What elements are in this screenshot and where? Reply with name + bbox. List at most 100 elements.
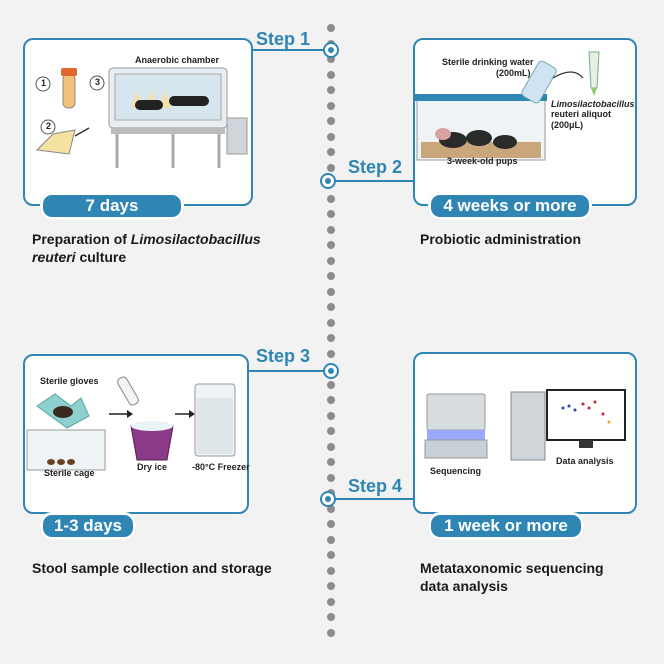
- freezer-label: -80°C Freezer: [192, 462, 250, 472]
- step3-label: Step 3: [256, 346, 311, 366]
- sequencing-label: Sequencing: [430, 466, 482, 476]
- step3-illustration: [26, 376, 236, 471]
- computer-tower-icon: [510, 391, 546, 461]
- number-3-label: 3: [95, 77, 101, 87]
- number-2-circle: [40, 119, 56, 135]
- timeline-dot: [327, 132, 335, 141]
- step4-duration-badge: 1 week or more: [428, 512, 584, 540]
- timeline-dot: [327, 582, 335, 590]
- aliquot-label-1: Limosilactobacillus: [551, 99, 635, 109]
- sequencer-icon: [424, 393, 488, 459]
- water-label-1: Sterile drinking water: [442, 57, 534, 67]
- step2-caption: Probiotic administration: [420, 231, 582, 247]
- step1-illustration: [35, 67, 248, 168]
- timeline-dot: [327, 256, 335, 265]
- timeline-dot: [327, 458, 335, 466]
- step1-connector: [252, 49, 330, 51]
- step1-caption-text: Preparation of: [32, 231, 131, 247]
- step4-caption-line1: Metataxonomic sequencing: [420, 560, 604, 576]
- step4-label: Step 4: [348, 476, 403, 496]
- dryice-label: Dry ice: [137, 462, 168, 472]
- step1-label: Step 1: [256, 29, 311, 49]
- gloves-label: Sterile gloves: [40, 376, 99, 386]
- timeline-dot: [327, 334, 335, 342]
- step1-caption: Preparation of Limosilactobacillus reute…: [32, 230, 312, 266]
- anaerobic-chamber-label: Anaerobic chamber: [135, 55, 220, 65]
- step2-illustration: [415, 51, 600, 161]
- step3-duration-badge: 1-3 days: [40, 512, 136, 540]
- mouse-icon: [53, 406, 73, 418]
- timeline-dot: [327, 597, 335, 606]
- mouse-cage-icon: [415, 94, 547, 161]
- timeline-dot: [327, 566, 335, 575]
- timeline-dot: [327, 225, 335, 234]
- step4-illustration: [424, 389, 626, 461]
- timeline-dot: [327, 442, 335, 451]
- step3-connector: [248, 370, 328, 372]
- step1-caption-rest: culture: [75, 249, 127, 265]
- step4-node: [320, 491, 336, 507]
- timeline-dot: [327, 318, 335, 327]
- petri-flask-icon: [35, 129, 76, 155]
- step2-duration-badge: 4 weeks or more: [428, 192, 592, 220]
- timeline-dot: [327, 24, 335, 32]
- timeline-dot: [327, 380, 335, 389]
- timeline-dot: [327, 427, 335, 435]
- timeline-dot: [327, 535, 335, 544]
- step1-node: [323, 42, 339, 58]
- arrow-icon: [552, 71, 584, 79]
- step1-duration-badge: 7 days: [40, 192, 184, 220]
- step1-caption-italic-2: reuteri: [32, 249, 76, 265]
- timeline-dot: [327, 473, 335, 482]
- timeline-dot: [327, 520, 335, 528]
- number-1-label: 1: [41, 78, 47, 88]
- water-label-2: (200mL): [496, 68, 531, 78]
- data-analysis-label: Data analysis: [556, 456, 614, 466]
- step3-caption: Stool sample collection and storage: [32, 560, 272, 576]
- timeline-dot: [327, 628, 335, 637]
- number-2-label: 2: [46, 121, 52, 131]
- timeline-dot: [327, 70, 335, 79]
- timeline-dot: [327, 411, 335, 420]
- sample-tube-icon: [117, 376, 139, 406]
- mice-icon: [435, 128, 517, 149]
- step2-node: [320, 173, 336, 189]
- dry-ice-pot-icon: [130, 425, 174, 461]
- timeline-dot: [327, 194, 335, 203]
- anaerobic-chamber-icon: [108, 67, 248, 168]
- timeline-dot: [327, 396, 335, 404]
- timeline-dot: [327, 349, 335, 358]
- timeline-dot: [327, 241, 335, 249]
- aliquot-label-2: reuteri aliquot: [551, 109, 612, 119]
- sterile-cage-icon: [26, 429, 106, 471]
- step4-connector: [334, 498, 414, 500]
- monitor-icon: [546, 389, 626, 448]
- timeline-dot: [327, 551, 335, 559]
- timeline-dot: [327, 613, 335, 621]
- timeline-dot: [327, 210, 335, 218]
- step4-caption: Metataxonomic sequencing data analysis: [420, 559, 604, 595]
- number-3-circle: [89, 75, 105, 91]
- timeline-dot: [327, 272, 335, 280]
- culture-tube-icon: [62, 73, 76, 109]
- aliquot-label-3: (200μL): [551, 120, 584, 130]
- step3-node: [323, 363, 339, 379]
- number-1-circle: [35, 76, 51, 92]
- timeline-dot: [327, 148, 335, 156]
- timeline-dot: [327, 55, 335, 63]
- timeline-dot: [327, 101, 335, 110]
- step2-label: Step 2: [348, 157, 403, 177]
- timeline-dot: [327, 86, 335, 94]
- pups-label: 3-week-old pups: [447, 156, 518, 166]
- step4-caption-line2: data analysis: [420, 578, 508, 594]
- scatter-plot-icon: [561, 400, 611, 424]
- cage-label: Sterile cage: [44, 468, 95, 478]
- step2-connector: [334, 180, 414, 182]
- pipette-tip-icon: [588, 51, 600, 89]
- step1-caption-italic: Limosilactobacillus: [130, 231, 261, 247]
- timeline-dot: [327, 303, 335, 311]
- timeline-dot: [327, 163, 335, 172]
- timeline-dot: [327, 287, 335, 296]
- water-bottle-icon: [521, 60, 557, 104]
- timeline-dot: [327, 504, 335, 513]
